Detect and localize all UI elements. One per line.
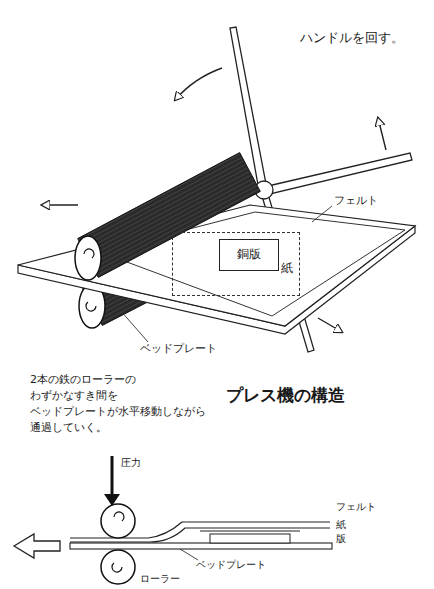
bed-plate-label: ベッドプレート [196, 558, 266, 571]
paper-sheet: 紙 銅版 [172, 232, 300, 296]
felt-label: フェルト [336, 500, 376, 513]
cross-section [14, 456, 332, 584]
motion-arrows [42, 68, 386, 332]
paper-sheet-text: 紙 [281, 261, 293, 277]
felt-label: フェルト [334, 194, 378, 208]
explanation-note: 2本の鉄のローラーの わずかなすき間を ベッドプレートが水平移動しながら 通過し… [30, 372, 220, 436]
pressure-label: 圧力 [121, 456, 141, 469]
handle-note: ハンドルを回す。 [300, 30, 404, 47]
paper-label: 紙 [336, 518, 346, 531]
copper-plate-text: 銅版 [237, 247, 261, 263]
diagram-title: プレス機の構造 [226, 384, 345, 406]
bed-plate-label: ベッドプレート [140, 342, 217, 356]
copper-plate: 銅版 [219, 239, 279, 271]
leader-lines [120, 206, 332, 560]
plate-label: 版 [336, 532, 346, 545]
bed-plate [18, 205, 415, 334]
roller-label: ローラー [140, 572, 180, 585]
